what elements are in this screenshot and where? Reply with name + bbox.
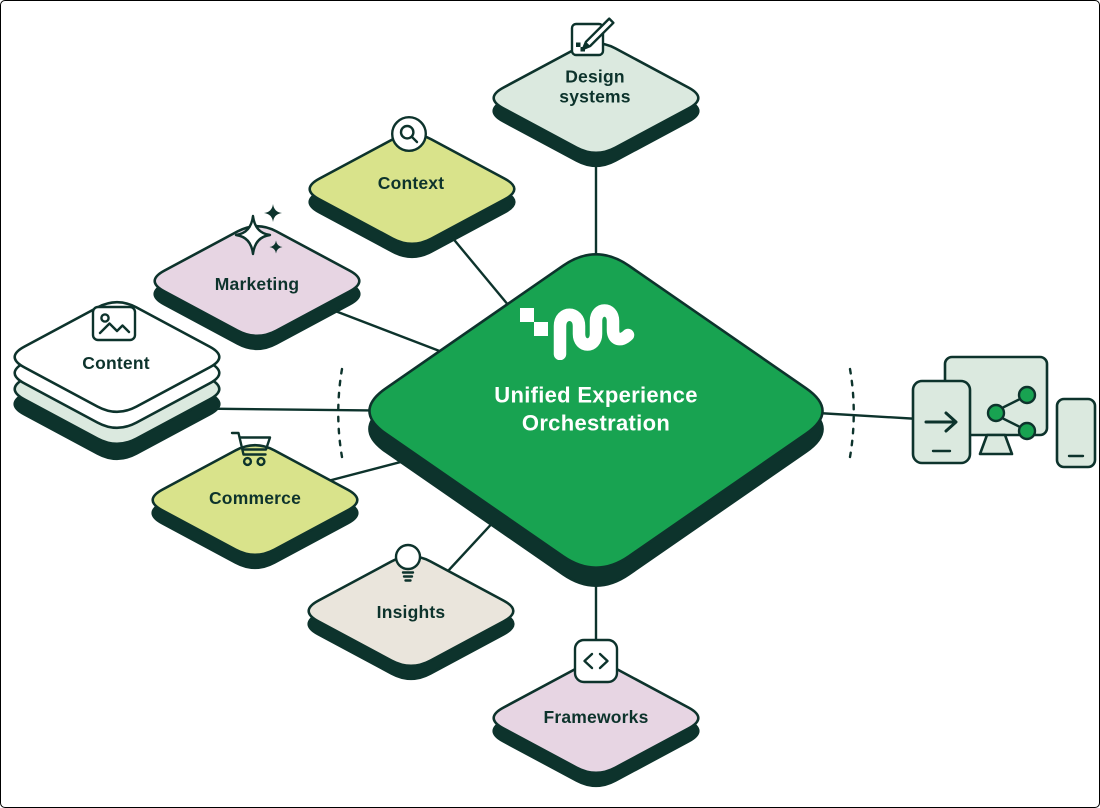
code-icon — [572, 637, 620, 685]
node-label-commerce: Commerce — [208, 487, 302, 508]
output-devices — [911, 355, 1097, 469]
node-label-content: Content — [82, 352, 150, 373]
monitor-stand — [978, 433, 1014, 456]
dashed-arc-right — [848, 367, 855, 459]
share-network-icon — [986, 385, 1037, 441]
uniform-wave-logo — [518, 294, 668, 360]
center-title-line-1: Unified Experience — [494, 382, 698, 408]
node-label-frameworks: Frameworks — [543, 706, 649, 727]
arrow-right-icon — [924, 411, 958, 433]
cart-icon — [227, 427, 277, 469]
node-label-design-systems: Design systems — [559, 66, 631, 107]
dashed-arc-left — [337, 367, 344, 459]
tablet-icon — [911, 379, 972, 465]
center-title-line-2: Orchestration — [521, 410, 671, 435]
node-label-context: Context — [377, 172, 445, 193]
center-title: Unified Experience Orchestration — [494, 381, 697, 436]
lightbulb-icon — [387, 540, 429, 588]
sparkles-icon — [229, 200, 291, 260]
image-icon — [91, 305, 137, 343]
node-label-insights: Insights — [376, 601, 446, 622]
node-label-marketing: Marketing — [214, 273, 300, 294]
edit-note-icon — [567, 9, 617, 59]
search-icon — [389, 114, 429, 154]
phone-icon — [1055, 397, 1097, 469]
